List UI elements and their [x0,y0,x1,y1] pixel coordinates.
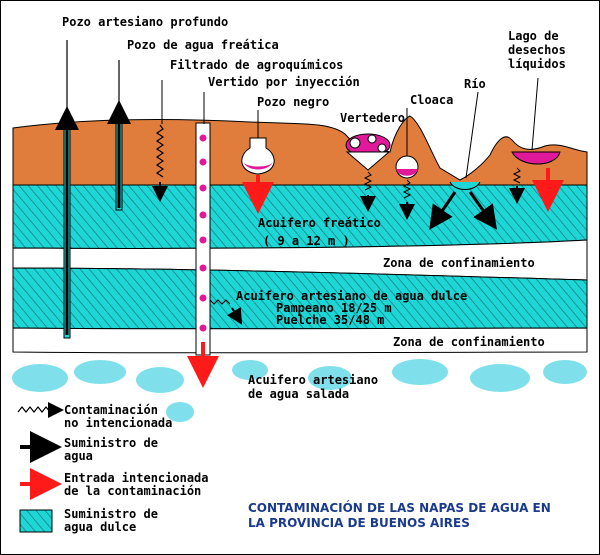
label-zona-confinamiento-2: Zona de confinamiento [393,335,545,349]
label-cloaca: Cloaca [410,93,453,107]
label-rio: Río [464,77,486,91]
legend-dulce-1: Suministro de [64,507,158,521]
label-vertido: Vertido por inyección [208,75,360,89]
label-pozo-negro: Pozo negro [257,95,329,109]
label-pozo-artesiano: Pozo artesiano profundo [62,15,228,29]
soil-layer [12,115,588,186]
legend-contam-2: no intencionada [64,416,172,430]
label-vertedero: Vertedero [340,111,405,125]
legend-zigzag-icon [17,406,51,413]
label-zona-confinamiento-1: Zona de confinamiento [383,256,535,270]
label-lago-2: desechos [508,43,566,57]
legend-dulce-2: agua dulce [64,520,136,534]
landfill [345,133,391,171]
legend-entrada-2: de la contaminación [64,484,201,498]
river [449,181,481,190]
legend: Contaminación no intencionada Suministro… [17,402,209,534]
label-salada-1: Acuifero artesiano [248,373,378,387]
waste-lake [511,151,561,165]
legend-suministro-2: agua [64,449,93,463]
legend-suministro-1: Suministro de [64,436,158,450]
label-salada-2: de agua salada [248,387,349,401]
label-pampeano: Pampeano 18/25 m [276,301,392,315]
confinement-zone-2 [12,327,588,354]
cesspool [241,137,275,175]
label-lago-3: líquidos [508,57,566,71]
saltwater-aquifer [12,359,587,422]
agrochemical-filtering [155,124,165,178]
label-acuifero-freatico-depth: ( 9 a 12 m ) [263,234,350,248]
label-filtrado: Filtrado de agroquímicos [170,58,343,72]
legend-hatch-swatch [19,509,53,533]
injection-contaminant-dots [199,134,207,332]
legend-contam-1: Contaminación [64,403,158,417]
label-lago-1: Lago de [508,29,559,43]
label-acuifero-freatico: Acuifero freático [258,216,381,230]
label-pozo-freatica: Pozo de agua freática [127,38,279,52]
label-acuifero-dulce: Acuifero artesiano de agua dulce [236,289,467,303]
label-puelche: Puelche 35/48 m [276,313,384,327]
caption-line-1: CONTAMINACIÓN DE LAS NAPAS DE AGUA EN [248,500,551,515]
legend-entrada-1: Entrada intencionada [64,471,209,485]
caption-line-2: LA PROVINCIA DE BUENOS AIRES [248,516,470,530]
